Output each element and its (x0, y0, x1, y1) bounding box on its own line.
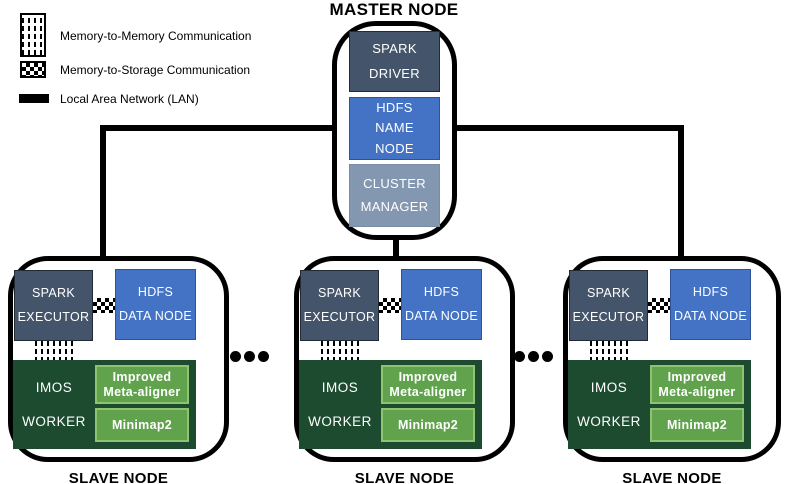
slave-node-label: SLAVE NODE (68, 470, 169, 484)
ellipsis-dot (244, 351, 255, 362)
ellipsis-dot (514, 351, 525, 362)
master-node: SPARK DRIVER HDFS NAME NODE CLUSTER MANA… (332, 21, 457, 240)
ellipsis-slaves-2-3 (514, 351, 553, 362)
improved-meta-aligner-box: Improved Meta-aligner (95, 365, 189, 404)
imos-worker-box: IMOS WORKER Improved Meta-aligner Minima… (299, 360, 482, 449)
slave-node-label: SLAVE NODE (622, 470, 722, 484)
hdfs-data-node-box: HDFS DATA NODE (401, 269, 482, 340)
slave-node-2: SPARK EXECUTOR HDFS DATA NODE IMOS WORKE… (294, 256, 515, 484)
memory-to-storage-connector (93, 298, 115, 313)
memory-to-storage-pattern-swatch (20, 61, 46, 78)
improved-meta-aligner-box: Improved Meta-aligner (650, 365, 744, 404)
memory-to-storage-connector (648, 298, 670, 313)
minimap2-box: Minimap2 (381, 408, 475, 442)
memory-to-memory-connector (590, 341, 632, 362)
ellipsis-slaves-1-2 (230, 351, 269, 362)
improved-meta-aligner-box: Improved Meta-aligner (381, 365, 475, 404)
hdfs-name-node-box: HDFS NAME NODE (349, 97, 440, 160)
spark-driver-box: SPARK DRIVER (349, 31, 440, 92)
lan-vertical-line-left (100, 125, 106, 258)
ellipsis-dot (230, 351, 241, 362)
imos-worker-box: IMOS WORKER Improved Meta-aligner Minima… (568, 360, 751, 449)
spark-executor-box: SPARK EXECUTOR (14, 270, 93, 341)
spark-executor-box: SPARK EXECUTOR (300, 270, 379, 341)
hdfs-data-node-box: HDFS DATA NODE (115, 269, 196, 340)
memory-to-memory-pattern-swatch (20, 13, 46, 57)
minimap2-box: Minimap2 (95, 408, 189, 442)
imos-worker-label-line2: WORKER (22, 414, 86, 430)
hdfs-data-node-box: HDFS DATA NODE (670, 269, 751, 340)
imos-worker-label-line2: WORKER (577, 414, 641, 430)
lan-vertical-line-middle (393, 237, 399, 258)
ellipsis-dot (528, 351, 539, 362)
memory-to-memory-connector (321, 341, 363, 362)
lan-vertical-line-right (678, 125, 684, 258)
spark-executor-box: SPARK EXECUTOR (569, 270, 648, 341)
ellipsis-dot (258, 351, 269, 362)
legend-label-lan: Local Area Network (LAN) (60, 92, 199, 106)
memory-to-memory-connector (35, 341, 77, 362)
cluster-manager-box: CLUSTER MANAGER (349, 164, 440, 227)
imos-worker-label-line1: IMOS (590, 379, 628, 395)
master-node-title: MASTER NODE (329, 0, 459, 19)
minimap2-box: Minimap2 (650, 408, 744, 442)
slave-node-3: SPARK EXECUTOR HDFS DATA NODE IMOS WORKE… (563, 256, 781, 484)
ellipsis-dot (542, 351, 553, 362)
imos-worker-label-line2: WORKER (308, 414, 372, 430)
slave-node-label: SLAVE NODE (354, 470, 455, 484)
lan-line-swatch (19, 94, 49, 103)
memory-to-storage-connector (379, 298, 401, 313)
legend-label-memory-to-storage: Memory-to-Storage Communication (60, 63, 251, 77)
legend-label-memory-to-memory: Memory-to-Memory Communication (60, 29, 252, 43)
slave-node-1: SPARK EXECUTOR HDFS DATA NODE IMOS WORKE… (8, 256, 229, 484)
imos-worker-box: IMOS WORKER Improved Meta-aligner Minima… (13, 360, 196, 449)
imos-worker-label-line1: IMOS (321, 379, 359, 395)
imos-worker-label-line1: IMOS (35, 379, 73, 395)
